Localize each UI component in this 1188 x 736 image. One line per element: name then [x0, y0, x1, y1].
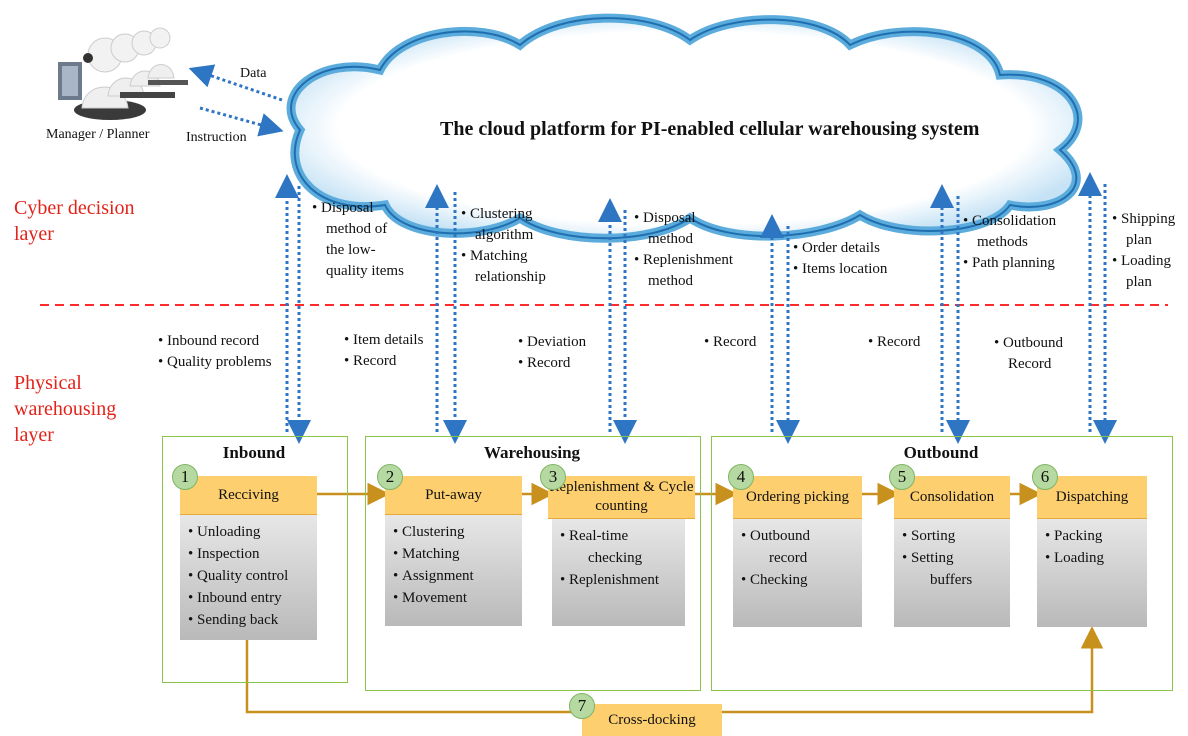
data-label: Data	[240, 66, 267, 81]
warehousing-stage	[365, 436, 701, 691]
step-1-number: 1	[172, 464, 198, 490]
cyber-note-2: Clustering algorithm Matching relationsh…	[461, 204, 546, 288]
cloud-title: The cloud platform for PI-enabled cellul…	[440, 118, 980, 140]
physical-note-3: Deviation Record	[518, 332, 586, 374]
step-2-number: 2	[377, 464, 403, 490]
warehousing-title: Warehousing	[483, 443, 581, 462]
step-3-header: Replenishment & Cycle counting	[548, 476, 695, 519]
physical-note-5: Record	[868, 332, 920, 353]
cyber-note-6: Shipping plan Loading plan	[1112, 209, 1175, 293]
step-2-body: ClusteringMatchingAssignmentMovement	[385, 515, 522, 626]
physical-note-4: Record	[704, 332, 756, 353]
cross-docking-box: Cross-docking	[582, 704, 722, 736]
step-2-header: Put-away	[385, 476, 522, 515]
outbound-title: Outbound	[903, 443, 979, 462]
step-1-body: UnloadingInspectionQuality controlInboun…	[180, 515, 317, 640]
cyber-note-5: Consolidation methods Path planning	[963, 211, 1056, 274]
vertical-arrows	[275, 172, 1117, 444]
data-arrow	[188, 64, 283, 102]
step-6-body: PackingLoading	[1037, 519, 1147, 627]
manager-figures	[58, 27, 188, 120]
cyber-note-3: Disposal method Replenishment method	[634, 208, 733, 292]
physical-note-2: Item details Record	[344, 330, 423, 372]
physical-layer-label: Physical warehousing layer	[14, 372, 117, 446]
inbound-title: Inbound	[222, 443, 286, 462]
cyber-note-1: Disposal method of the low- quality item…	[312, 198, 404, 282]
step-3-number: 3	[540, 464, 566, 490]
physical-note-1: Inbound record Quality problems	[158, 331, 272, 373]
step-4-header: Ordering picking	[733, 476, 862, 519]
cyber-note-4: Order details Items location	[793, 238, 887, 280]
step-1-header: Recciving	[180, 476, 317, 515]
step-5-body: SortingSettingbuffers	[894, 519, 1010, 627]
step-7-number: 7	[569, 693, 595, 719]
step-3-body: Real-timecheckingReplenishment	[552, 519, 685, 626]
outbound-stage	[711, 436, 1173, 691]
step-5-number: 5	[889, 464, 915, 490]
step-6-number: 6	[1032, 464, 1058, 490]
instruction-arrow	[199, 106, 284, 137]
cyber-layer-label: Cyber decision layer	[14, 197, 135, 245]
inbound-stage	[162, 436, 348, 683]
instruction-label: Instruction	[186, 130, 247, 145]
step-4-number: 4	[728, 464, 754, 490]
physical-note-6: Outbound Record	[994, 333, 1063, 375]
manager-label: Manager / Planner	[46, 127, 150, 142]
step-4-body: OutboundrecordChecking	[733, 519, 862, 627]
